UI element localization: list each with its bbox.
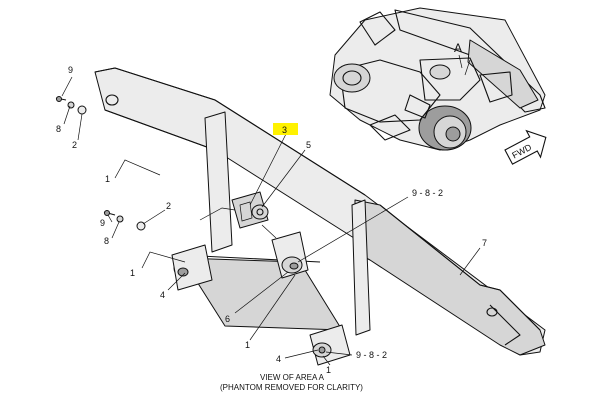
callout-8-mid: 8 (104, 236, 109, 246)
callout-9-8-2-bottom: 9 - 8 - 2 (356, 350, 387, 360)
callout-4-bottom: 4 (276, 354, 281, 364)
callout-1-top: 1 (105, 174, 110, 184)
callout-1-bottom: 1 (326, 365, 331, 375)
callout-1-center: 1 (245, 340, 250, 350)
callout-2-top: 2 (72, 140, 77, 150)
caption-line-1: VIEW OF AREA A (260, 373, 325, 382)
callout-9-8-2-top: 9 - 8 - 2 (412, 188, 443, 198)
callout-8-top: 8 (56, 124, 61, 134)
frame-assembly (94, 67, 546, 366)
callout-9-top: 9 (68, 65, 73, 75)
callout-4-left: 4 (160, 290, 165, 300)
caption-line-2: (PHANTOM REMOVED FOR CLARITY) (220, 383, 363, 392)
area-a-label: A (454, 41, 462, 55)
callout-5: 5 (306, 140, 311, 150)
callout-3: 3 (282, 125, 287, 135)
callout-7: 7 (482, 238, 487, 248)
callout-1-mid: 1 (130, 268, 135, 278)
forward-arrow-icon: FWD (504, 129, 547, 165)
callout-3-highlight (273, 123, 298, 135)
callout-labels: 9 8 2 1 3 5 9 8 2 1 9 - 8 - 2 7 4 6 1 4 … (56, 65, 487, 375)
hardware-mid (103, 210, 146, 231)
hardware-top (55, 96, 87, 115)
leader-lines (61, 76, 481, 366)
callout-6: 6 (225, 314, 230, 324)
callout-2-mid: 2 (166, 201, 171, 211)
callout-9-mid: 9 (100, 218, 105, 228)
machine-inset: A FWD (329, 7, 547, 165)
